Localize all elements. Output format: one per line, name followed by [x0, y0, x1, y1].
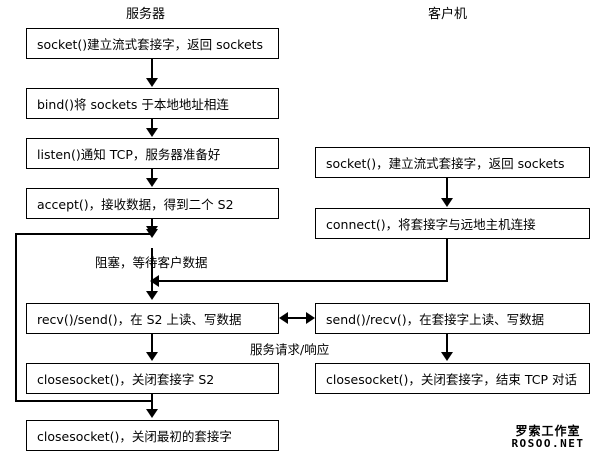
connector-server-closesocket-s2-to-closesocket: [151, 394, 153, 412]
arrowhead-client-sendrecv-to-closesocket: [441, 352, 453, 361]
arrowhead-data-exchange-to-server: [279, 312, 288, 324]
arrowhead-client-socket-to-connect: [441, 198, 453, 207]
node-client-connect[interactable]: connect()，将套接字与远地主机连接: [315, 208, 590, 239]
node-server-listen[interactable]: listen()通知 TCP，服务器准备好: [26, 138, 279, 169]
loop-server-left-segment: [15, 233, 17, 402]
node-client-send-recv[interactable]: send()/recv()，在套接字上读、写数据: [315, 303, 590, 334]
node-server-closesocket[interactable]: closesocket()，关闭最初的套接字: [26, 420, 279, 451]
connector-client-socket-to-connect: [446, 178, 448, 200]
connector-server-socket-to-bind: [151, 59, 153, 80]
arrowhead-server-recvsend-to-closesocket-s2: [146, 352, 158, 361]
node-server-bind[interactable]: bind()将 sockets 于本地地址相连: [26, 88, 279, 119]
arrowhead-server-bind-to-listen: [146, 128, 158, 137]
node-server-socket[interactable]: socket()建立流式套接字，返回 sockets: [26, 28, 279, 59]
connector-server-bind-to-listen: [151, 119, 153, 130]
watermark: 罗索工作室 ROSOO.NET: [498, 425, 598, 449]
connector-server-accept-down: [151, 219, 153, 229]
connector-server-recvsend-to-closesocket-s2: [151, 334, 153, 354]
watermark-english: ROSOO.NET: [511, 436, 585, 450]
arrowhead-data-exchange-to-client: [306, 312, 315, 324]
loop-server-bottom-segment: [15, 400, 152, 402]
arrowhead-client-connect-to-server: [150, 275, 159, 287]
watermark-chinese: 罗索工作室: [515, 424, 581, 438]
arrowhead-server-closesocket-s2-to-closesocket: [146, 409, 158, 418]
loop-server-top-segment: [15, 233, 152, 235]
connector-data-exchange: [285, 317, 309, 319]
connector-client-sendrecv-to-closesocket: [446, 334, 448, 354]
node-client-closesocket[interactable]: closesocket()，关闭套接字，结束 TCP 对话: [315, 363, 590, 394]
node-server-recv-send[interactable]: recv()/send()，在 S2 上读、写数据: [26, 303, 279, 334]
arrowhead-server-listen-to-accept: [146, 178, 158, 187]
connector-client-connect-down: [446, 239, 448, 281]
edge-label-request-response: 服务请求/响应: [250, 342, 330, 357]
connector-server-listen-to-accept: [151, 169, 153, 180]
connector-client-connect-to-server: [158, 280, 448, 282]
arrowhead-server-socket-to-bind: [146, 78, 158, 87]
arrowhead-loop-server-return: [146, 229, 158, 238]
column-title-client: 客户机: [428, 7, 468, 22]
node-client-socket[interactable]: socket()，建立流式套接字，返回 sockets: [315, 147, 590, 178]
column-title-server: 服务器: [126, 7, 166, 22]
node-server-closesocket-s2[interactable]: closesocket()，关闭套接字 S2: [26, 363, 279, 394]
connector-server-blocking-to-recvsend: [151, 248, 153, 294]
node-server-accept[interactable]: accept()，接收数据，得到二个 S2: [26, 188, 279, 219]
arrowhead-server-blocking-to-recvsend: [146, 291, 158, 300]
